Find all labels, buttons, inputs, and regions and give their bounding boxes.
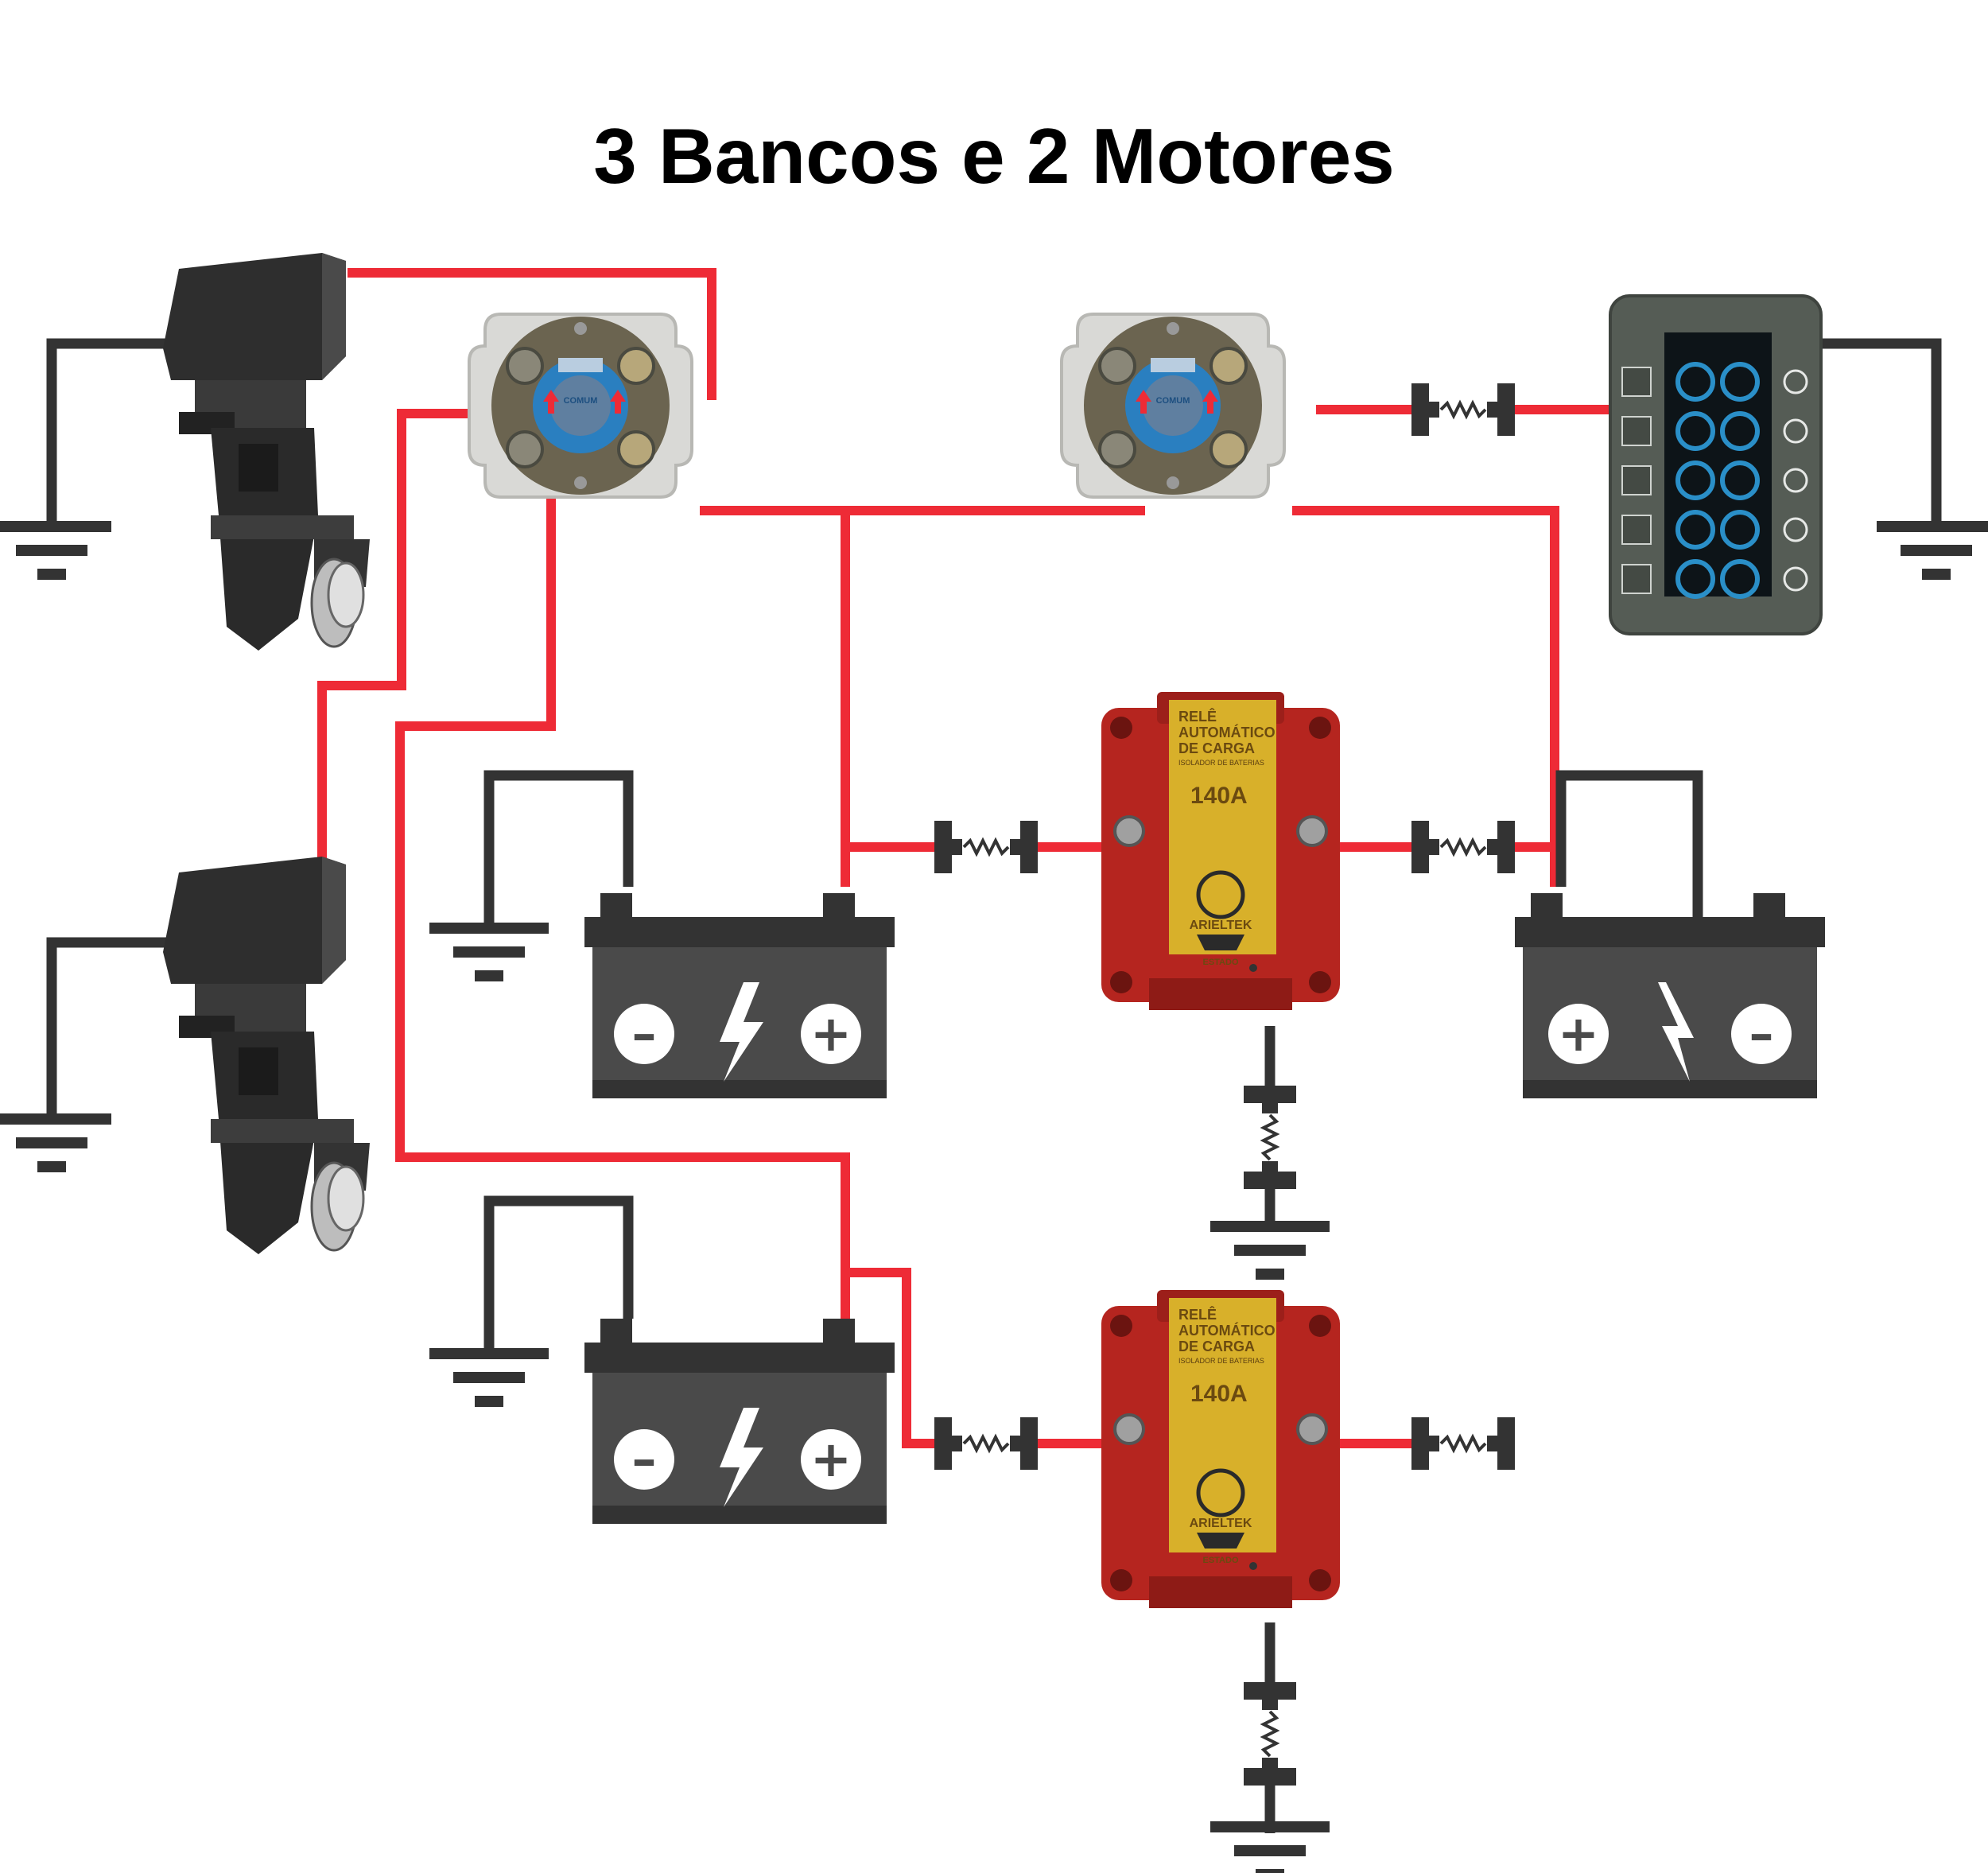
fuse-icon: [1242, 1084, 1298, 1191]
fuse-icon: [1242, 1681, 1298, 1787]
panel-switch-button[interactable]: [1720, 510, 1760, 550]
battery-right-sign: –: [1749, 1005, 1774, 1063]
lightning-icon: [1658, 982, 1694, 1082]
circle-icon: [1621, 515, 1652, 545]
relay-rating: 140A: [1190, 1381, 1248, 1407]
ground-icon: [1210, 1221, 1330, 1280]
battery-left-sign: –: [632, 1430, 657, 1488]
panel-switch-button[interactable]: [1720, 411, 1760, 451]
relay-status-label: ESTADO: [1202, 958, 1238, 967]
relay-subtitle: ISOLADOR DE BATERIAS: [1178, 759, 1264, 767]
relay-subtitle: ISOLADOR DE BATERIAS: [1178, 1357, 1264, 1365]
battery-right-sign: +: [810, 1005, 852, 1063]
fuse-icon: [1410, 819, 1516, 875]
switch-panel[interactable]: [1609, 294, 1823, 635]
panel-switch-button[interactable]: [1675, 362, 1715, 402]
relay-label-line1: RELÊ: [1178, 708, 1217, 725]
page-title: 3 Bancos e 2 Motores: [593, 112, 1395, 200]
battery-switch-1[interactable]: COMUM: [468, 313, 693, 499]
battery-left-sign: +: [1558, 1005, 1599, 1063]
fuse-icon: [1410, 382, 1516, 437]
battery-switch-2[interactable]: COMUM: [1060, 313, 1286, 499]
relay-label-line3: DE CARGA: [1178, 1339, 1255, 1354]
relay-1: RELÊ AUTOMÁTICO DE CARGA ISOLADOR DE BAT…: [1100, 690, 1342, 1012]
battery-icon: [1783, 468, 1808, 493]
relay-label-line2: AUTOMÁTICO: [1178, 724, 1276, 740]
panel-switch-button[interactable]: [1675, 510, 1715, 550]
lightning-icon: [720, 1408, 763, 1507]
ground-icon: [1877, 521, 1988, 580]
panel-switch-button[interactable]: [1675, 559, 1715, 599]
positive-wires: [317, 268, 1614, 1448]
relay-2: RELÊ AUTOMÁTICO DE CARGA ISOLADOR DE BAT…: [1100, 1288, 1342, 1610]
relay-label-line1: RELÊ: [1178, 1306, 1217, 1323]
panel-switch-button[interactable]: [1675, 411, 1715, 451]
pump-icon: [1783, 517, 1808, 542]
battery-right-sign: +: [810, 1430, 852, 1488]
outboard-motor-icon: [161, 855, 371, 1256]
panel-switch-button[interactable]: [1720, 362, 1760, 402]
light-icon: [1621, 564, 1652, 594]
panel-left-icons: [1621, 367, 1652, 594]
light-icon: [1621, 465, 1652, 495]
snowflake-icon: [1621, 367, 1652, 397]
relay-rating: 140A: [1190, 783, 1248, 809]
fuse-icon: [933, 1416, 1039, 1471]
relay-status-label: ESTADO: [1202, 1556, 1238, 1565]
ground-icon: [429, 1348, 549, 1407]
ground-icon: [429, 923, 549, 981]
fuse-icon: [1410, 1416, 1516, 1471]
panel-switch-button[interactable]: [1720, 460, 1760, 500]
light-icon: [1621, 416, 1652, 446]
fuse-icon: [933, 819, 1039, 875]
brand-logo-icon: [1196, 1468, 1245, 1517]
switch-knob-label: COMUM: [564, 396, 598, 406]
relay-label-line3: DE CARGA: [1178, 740, 1255, 756]
fish-icon: [1783, 566, 1808, 592]
battery-c: – +: [584, 1319, 895, 1524]
panel-switch-button[interactable]: [1720, 559, 1760, 599]
relay-label-line2: AUTOMÁTICO: [1178, 1322, 1276, 1339]
battery-left-sign: –: [632, 1005, 657, 1063]
horn-icon: [1783, 369, 1808, 394]
relay-brand: ARIELTEK: [1190, 1517, 1252, 1530]
outboard-motor-icon: [161, 251, 371, 652]
relay-brand: ARIELTEK: [1190, 919, 1252, 932]
panel-right-icons: [1783, 369, 1808, 592]
ground-icon: [0, 1113, 111, 1172]
gauge-icon: [1783, 418, 1808, 444]
lightning-icon: [720, 982, 763, 1082]
ground-icon: [0, 521, 111, 580]
brand-logo-icon: [1196, 870, 1245, 919]
battery-b: + –: [1515, 893, 1825, 1098]
switch-knob-label: COMUM: [1156, 396, 1190, 406]
battery-a: – +: [584, 893, 895, 1098]
ground-icon: [1210, 1821, 1330, 1873]
panel-buttons[interactable]: [1675, 362, 1760, 599]
panel-switch-button[interactable]: [1675, 460, 1715, 500]
